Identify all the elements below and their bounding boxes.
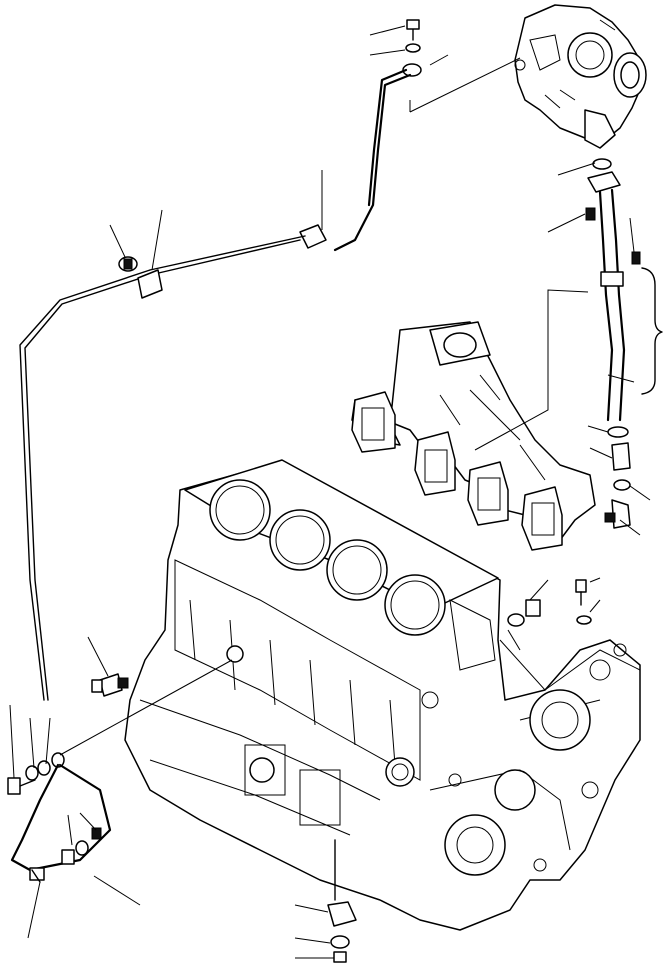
oil-pressure-switch: [91, 645, 244, 697]
cylinder-block: [124, 459, 641, 931]
assembly-brace: [641, 267, 663, 395]
turbo-oil-return-pipe: [585, 158, 641, 529]
small-bolts-right: [507, 579, 592, 627]
exhaust-manifold: [351, 321, 596, 551]
leader-lines: [9, 25, 651, 959]
pipe-clamp: [118, 256, 163, 299]
turbocharger: [514, 4, 647, 149]
oil-line-fittings-left: [7, 752, 112, 883]
drain-plug-parts: [327, 839, 357, 963]
turbo-oil-inlet-pipe: [19, 19, 422, 701]
